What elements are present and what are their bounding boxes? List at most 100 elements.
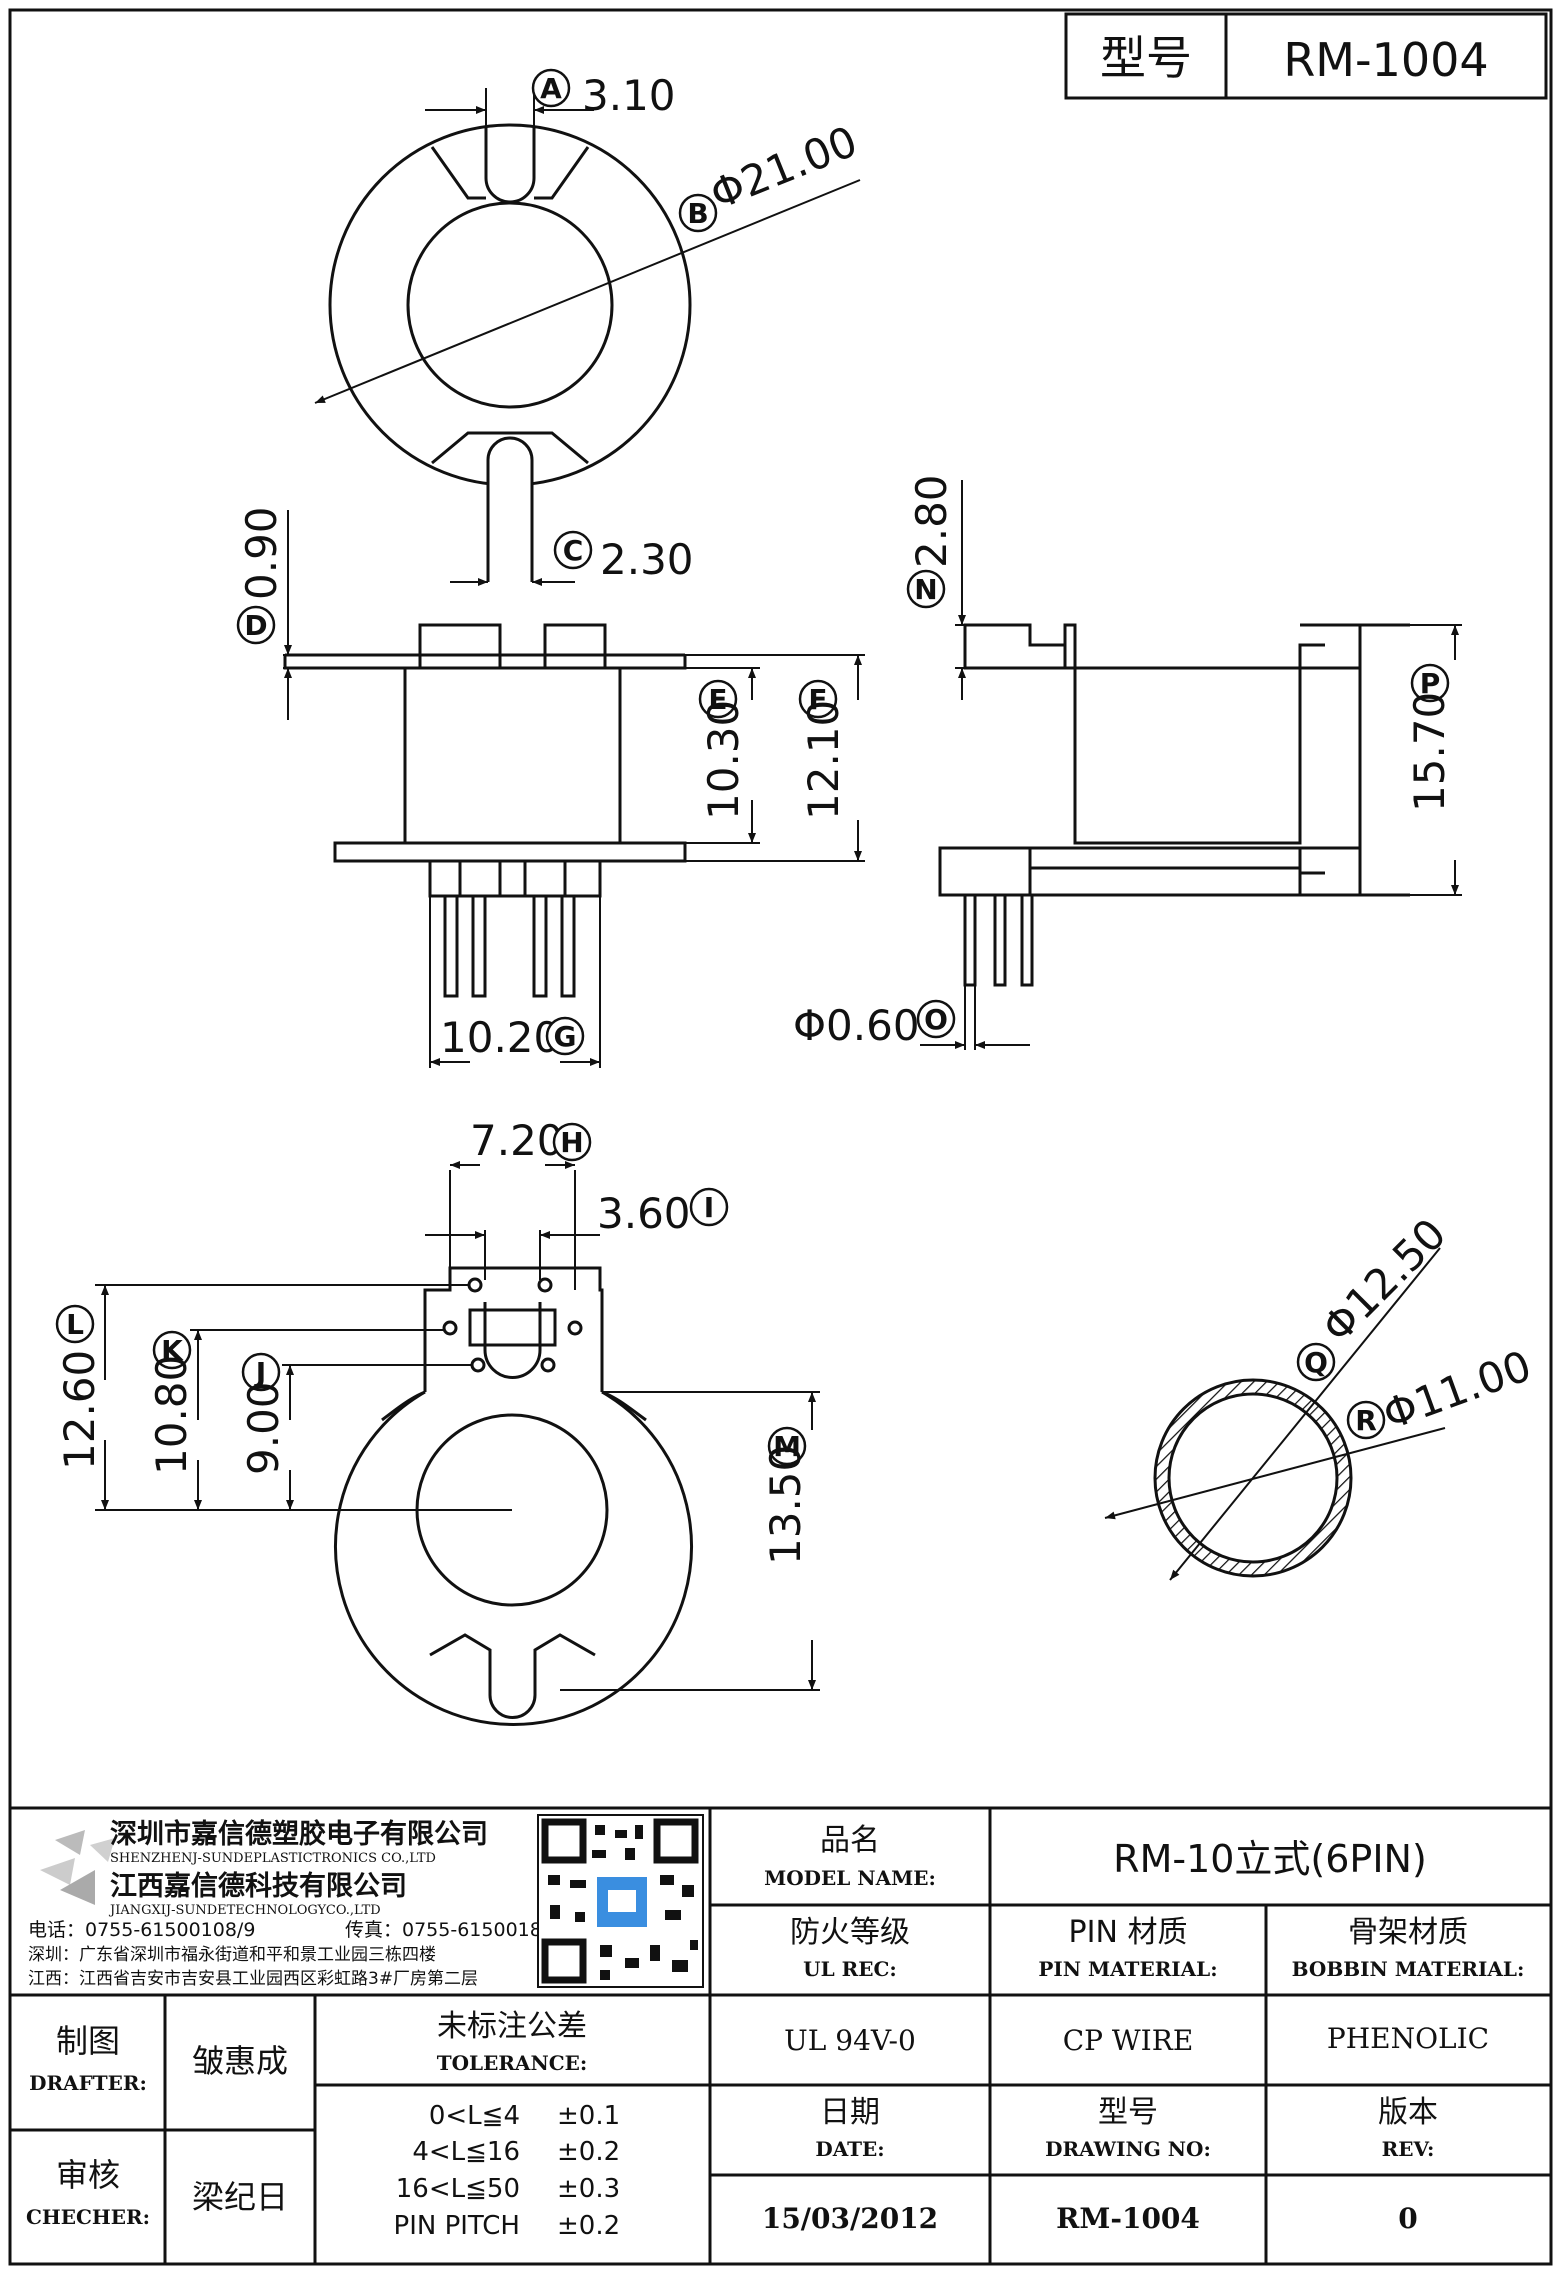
dim-l xyxy=(95,1284,470,1511)
dim-l-value: 12.60 xyxy=(55,1350,104,1470)
ul-value: UL 94V-0 xyxy=(784,2024,916,2057)
rev-label-en: REV: xyxy=(1382,2137,1435,2161)
dim-i-value: 3.60 xyxy=(597,1189,691,1238)
checker-name: 梁纪日 xyxy=(192,2178,288,2216)
dim-m-value: 13.50 xyxy=(761,1445,810,1565)
drawing-no-value: RM-1004 xyxy=(1056,2202,1200,2235)
dim-n xyxy=(955,480,1000,700)
callout-h xyxy=(552,1122,592,1162)
front-view xyxy=(283,623,687,998)
bobbin-material-label-cn: 骨架材质 xyxy=(1348,1915,1468,1950)
bobbin-material-label-en: BOBBIN MATERIAL: xyxy=(1292,1957,1525,1981)
drawing-no-label-en: DRAWING NO: xyxy=(1045,2137,1211,2161)
dim-b-value: Φ21.00 xyxy=(703,116,863,219)
svg-text:E: E xyxy=(708,683,727,716)
dim-f xyxy=(685,654,865,862)
svg-text:L: L xyxy=(66,1308,84,1341)
model-name-value: RM-10立式(6PIN) xyxy=(1113,1837,1427,1881)
svg-text:I: I xyxy=(704,1191,714,1224)
dim-k xyxy=(190,1329,445,1510)
dim-k-value: 10.80 xyxy=(147,1355,196,1475)
model-name-label-en: MODEL NAME: xyxy=(764,1866,936,1890)
tolerance-value: ±0.2 xyxy=(557,2137,620,2167)
tolerance-table: 0<L≦4 ±0.1 4<L≦16 ±0.2 16<L≦50 ±0.3 PIN … xyxy=(394,2101,621,2241)
company2-name-cn: 江西嘉信德科技有限公司 xyxy=(110,1871,407,1902)
dim-p-value: 15.70 xyxy=(1405,692,1454,812)
dim-d-value: 0.90 xyxy=(237,506,286,600)
tolerance-value: ±0.3 xyxy=(557,2174,620,2204)
checker-label-en: CHECHER: xyxy=(26,2205,150,2229)
header-model-box: 型号 RM-1004 xyxy=(1064,12,1548,100)
svg-text:J: J xyxy=(254,1356,266,1389)
tolerance-label-en: TOLERANCE: xyxy=(437,2051,588,2075)
company-name-cn: 深圳市嘉信德塑胶电子有限公司 xyxy=(110,1818,488,1850)
tolerance-value: ±0.2 xyxy=(557,2211,620,2241)
company-fax: 传真：0755-61500185 xyxy=(345,1919,554,1941)
svg-text:C: C xyxy=(563,534,584,567)
callout-c xyxy=(553,530,593,570)
dim-h xyxy=(449,1161,576,1290)
dim-r-value: Φ11.00 xyxy=(1377,1341,1538,1439)
callout-m xyxy=(767,1426,807,1466)
header-model-number: RM-1004 xyxy=(1283,33,1488,87)
dim-j-value: 9.00 xyxy=(239,1381,288,1475)
dim-g-value: 10.20 xyxy=(440,1013,560,1062)
svg-text:A: A xyxy=(540,72,562,105)
top-view xyxy=(314,123,861,582)
tolerance-range: 0<L≦4 xyxy=(429,2101,520,2131)
pin-material-label-en: PIN MATERIAL: xyxy=(1038,1957,1217,1981)
dim-q-value: Φ12.50 xyxy=(1312,1209,1455,1352)
dim-n-value: 2.80 xyxy=(907,474,956,568)
date-label-cn: 日期 xyxy=(820,2095,880,2130)
svg-text:P: P xyxy=(1420,667,1441,700)
svg-text:R: R xyxy=(1355,1404,1377,1437)
callout-r xyxy=(1346,1400,1386,1440)
callout-f xyxy=(798,679,838,719)
callout-q xyxy=(1296,1342,1336,1382)
tube-section-view xyxy=(1104,1247,1446,1581)
tolerance-label-cn: 未标注公差 xyxy=(437,2009,587,2044)
dim-g xyxy=(429,896,601,1068)
callout-j xyxy=(241,1352,281,1392)
dim-e xyxy=(620,667,760,844)
dim-c-value: 2.30 xyxy=(600,535,694,584)
title-block-grid xyxy=(8,1806,1553,2266)
svg-text:M: M xyxy=(773,1430,801,1463)
drafter-name: 皱惠成 xyxy=(192,2042,288,2080)
dim-p xyxy=(1410,624,1462,896)
svg-text:Q: Q xyxy=(1304,1346,1328,1379)
dim-j xyxy=(282,1364,472,1510)
callout-b xyxy=(678,193,718,233)
svg-text:H: H xyxy=(560,1126,583,1159)
svg-text:O: O xyxy=(924,1003,948,1036)
callout-e xyxy=(698,679,738,719)
tolerance-range: PIN PITCH xyxy=(394,2211,520,2241)
svg-text:K: K xyxy=(161,1334,184,1367)
tolerance-range: 16<L≦50 xyxy=(396,2174,520,2204)
dim-a-value: 3.10 xyxy=(582,71,676,120)
svg-text:F: F xyxy=(808,683,827,716)
dim-m xyxy=(560,1391,820,1691)
tolerance-value: ±0.1 xyxy=(557,2101,620,2131)
svg-text:D: D xyxy=(244,609,267,642)
dim-h-value: 7.20 xyxy=(470,1116,564,1165)
dim-d xyxy=(283,510,340,720)
dim-i xyxy=(425,1230,600,1280)
date-label-en: DATE: xyxy=(815,2137,884,2161)
company2-name-en: JIANGXIJ-SUNDETECHNOLOGYCO.,LTD xyxy=(108,1903,381,1918)
ul-label-cn: 防火等级 xyxy=(790,1915,910,1950)
rev-label-cn: 版本 xyxy=(1378,2095,1438,2130)
callout-d xyxy=(236,605,276,645)
company-phone: 电话：0755-61500108/9 xyxy=(28,1919,255,1941)
drawing-no-label-cn: 型号 xyxy=(1098,2095,1158,2130)
callout-i xyxy=(689,1187,729,1227)
dim-o xyxy=(920,985,1030,1050)
drafter-label-en: DRAFTER: xyxy=(29,2071,147,2095)
pin-material-value: CP WIRE xyxy=(1063,2024,1194,2057)
bottom-view xyxy=(334,1266,693,1726)
company-address-jx: 江西：江西省吉安市吉安县工业园西区彩虹路3#厂房第二层 xyxy=(28,1969,478,1989)
side-view xyxy=(938,623,1410,987)
company-name-en: SHENZHENJ-SUNDEPLASTICTRONICS CO.,LTD xyxy=(110,1851,436,1866)
svg-text:B: B xyxy=(687,197,708,230)
